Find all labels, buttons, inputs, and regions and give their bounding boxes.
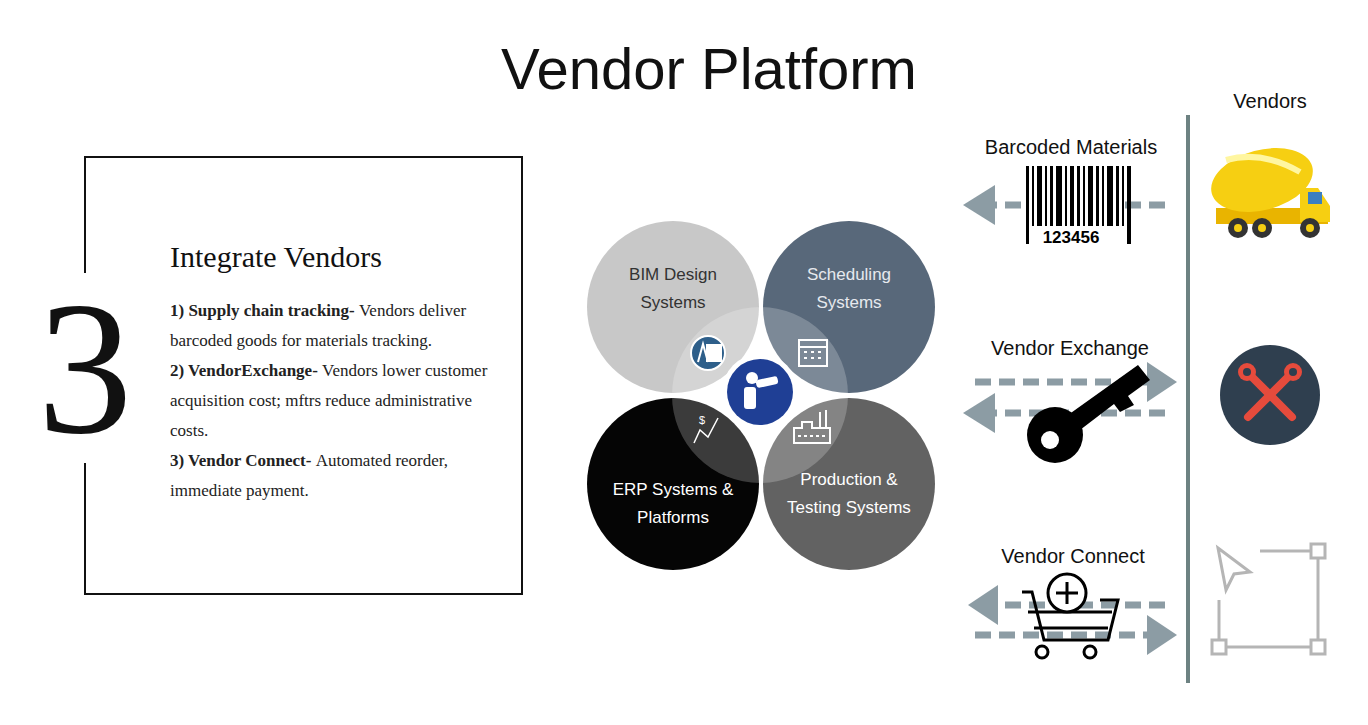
dashed-arrows (975, 205, 1165, 635)
overlay-circle (672, 307, 848, 483)
item-lead: 2) VendorExchange- (170, 361, 318, 380)
cart-icon (1022, 574, 1118, 658)
calendar-icon (799, 346, 827, 348)
circle-label: Production & Testing Systems (763, 466, 935, 522)
factory-icon (798, 435, 825, 437)
select-icon (1212, 544, 1325, 654)
bim-icon (706, 344, 722, 362)
logo-ring (722, 354, 798, 430)
key-icon (1027, 365, 1150, 463)
logo (755, 376, 778, 388)
circle-label: BIM Design Systems (587, 261, 759, 317)
vendor-line (1186, 115, 1190, 683)
column-heading: Vendors (1233, 90, 1306, 113)
logo (727, 359, 793, 425)
barcode-digits: 123456 (1041, 228, 1102, 248)
step-number: 3 (36, 273, 135, 463)
panel-content: Integrate Vendors 1) Supply chain trackin… (170, 240, 490, 506)
factory-icon (794, 422, 830, 443)
flow-label: Barcoded Materials (985, 136, 1157, 159)
icon-symbol: $ (699, 414, 705, 426)
truck-icon (1204, 138, 1330, 238)
system-circle: Production & Testing Systems (763, 398, 935, 570)
bim-icon (698, 344, 708, 362)
bim-icon (691, 336, 725, 370)
title: Vendor Platform (501, 35, 917, 102)
item-lead: 1) Supply chain tracking- (170, 301, 355, 320)
flow-label: Vendor Exchange (991, 337, 1149, 360)
circle-label: Scheduling Systems (763, 261, 935, 317)
barcode-ground (1022, 164, 1120, 228)
system-circle: BIM Design Systems (587, 221, 759, 393)
flow-label: Vendor Connect (1001, 545, 1144, 568)
chart-icon (694, 418, 718, 443)
system-circle: Scheduling Systems (763, 221, 935, 393)
list-item: 2) VendorExchange-Vendors lower customer… (170, 356, 490, 446)
list-item: 3) Vendor Connect-Automated reorder, imm… (170, 446, 490, 506)
text-panel: Integrate Vendors 1) Supply chain trackin… (84, 156, 523, 595)
arrowheads (963, 185, 1177, 655)
item-lead: 3) Vendor Connect- (170, 451, 311, 470)
circle-label: ERP Systems & Platforms (587, 476, 759, 532)
logo (744, 387, 756, 409)
calendar-icon (799, 340, 827, 366)
tools-icon (1220, 345, 1320, 445)
calendar-icon (804, 352, 821, 358)
panel-heading: Integrate Vendors (170, 240, 490, 274)
list-item: 1) Supply chain tracking-Vendors deliver… (170, 296, 490, 356)
system-circle: ERP Systems & Platforms (587, 398, 759, 570)
factory-icon (820, 410, 826, 428)
